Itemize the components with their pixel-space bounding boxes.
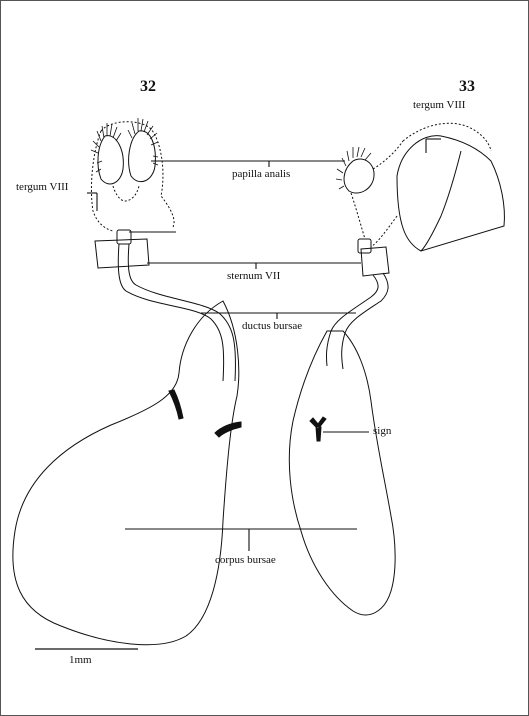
sternum-vii-right (360, 246, 390, 277)
specimen-33-drawing (288, 122, 505, 616)
scale-bar-label: 1mm (69, 654, 92, 666)
sclerite-inner-left (112, 185, 140, 202)
signum-left-a (168, 389, 184, 420)
label-ductus-bursae: ductus bursae (242, 320, 303, 332)
tergum-viii-right-dorsal (402, 122, 492, 152)
ductus-bursae-left (117, 243, 236, 382)
label-tergum-viii-left: tergum VIII (16, 181, 69, 193)
label-corpus-bursae: corpus bursae (215, 554, 276, 566)
papilla-analis-right (343, 158, 375, 194)
papilla-right-dotted (350, 140, 404, 248)
ostium-collar-left (116, 229, 132, 245)
label-sternum-vii: sternum VII (227, 270, 281, 282)
corpus-bursae-left (12, 300, 240, 646)
ductus-bursae-right (326, 272, 389, 370)
leader-lines (35, 138, 441, 650)
tergum-viii-outline-left (90, 121, 175, 232)
label-tergum-viii-right: tergum VIII (413, 99, 466, 111)
figure-number-32: 32 (140, 78, 156, 95)
setae-right (335, 146, 372, 190)
label-papilla-analis: papilla analis (232, 168, 291, 180)
tergum-viii-right (396, 135, 505, 252)
sternum-vii-left (94, 238, 150, 269)
papilla-analis-lobe-left-b (128, 130, 156, 183)
specimen-32-drawing (12, 118, 242, 646)
setae-left (90, 118, 159, 173)
tergum-viii-right-inner (420, 150, 462, 252)
figure-number-33: 33 (459, 78, 475, 95)
corpus-bursae-right (288, 330, 396, 616)
signum-left-b (214, 421, 242, 438)
ostium-collar-right (357, 238, 372, 254)
signum-right (309, 416, 327, 442)
label-signum: sign (373, 425, 392, 437)
papilla-analis-lobe-left-a (97, 135, 124, 185)
